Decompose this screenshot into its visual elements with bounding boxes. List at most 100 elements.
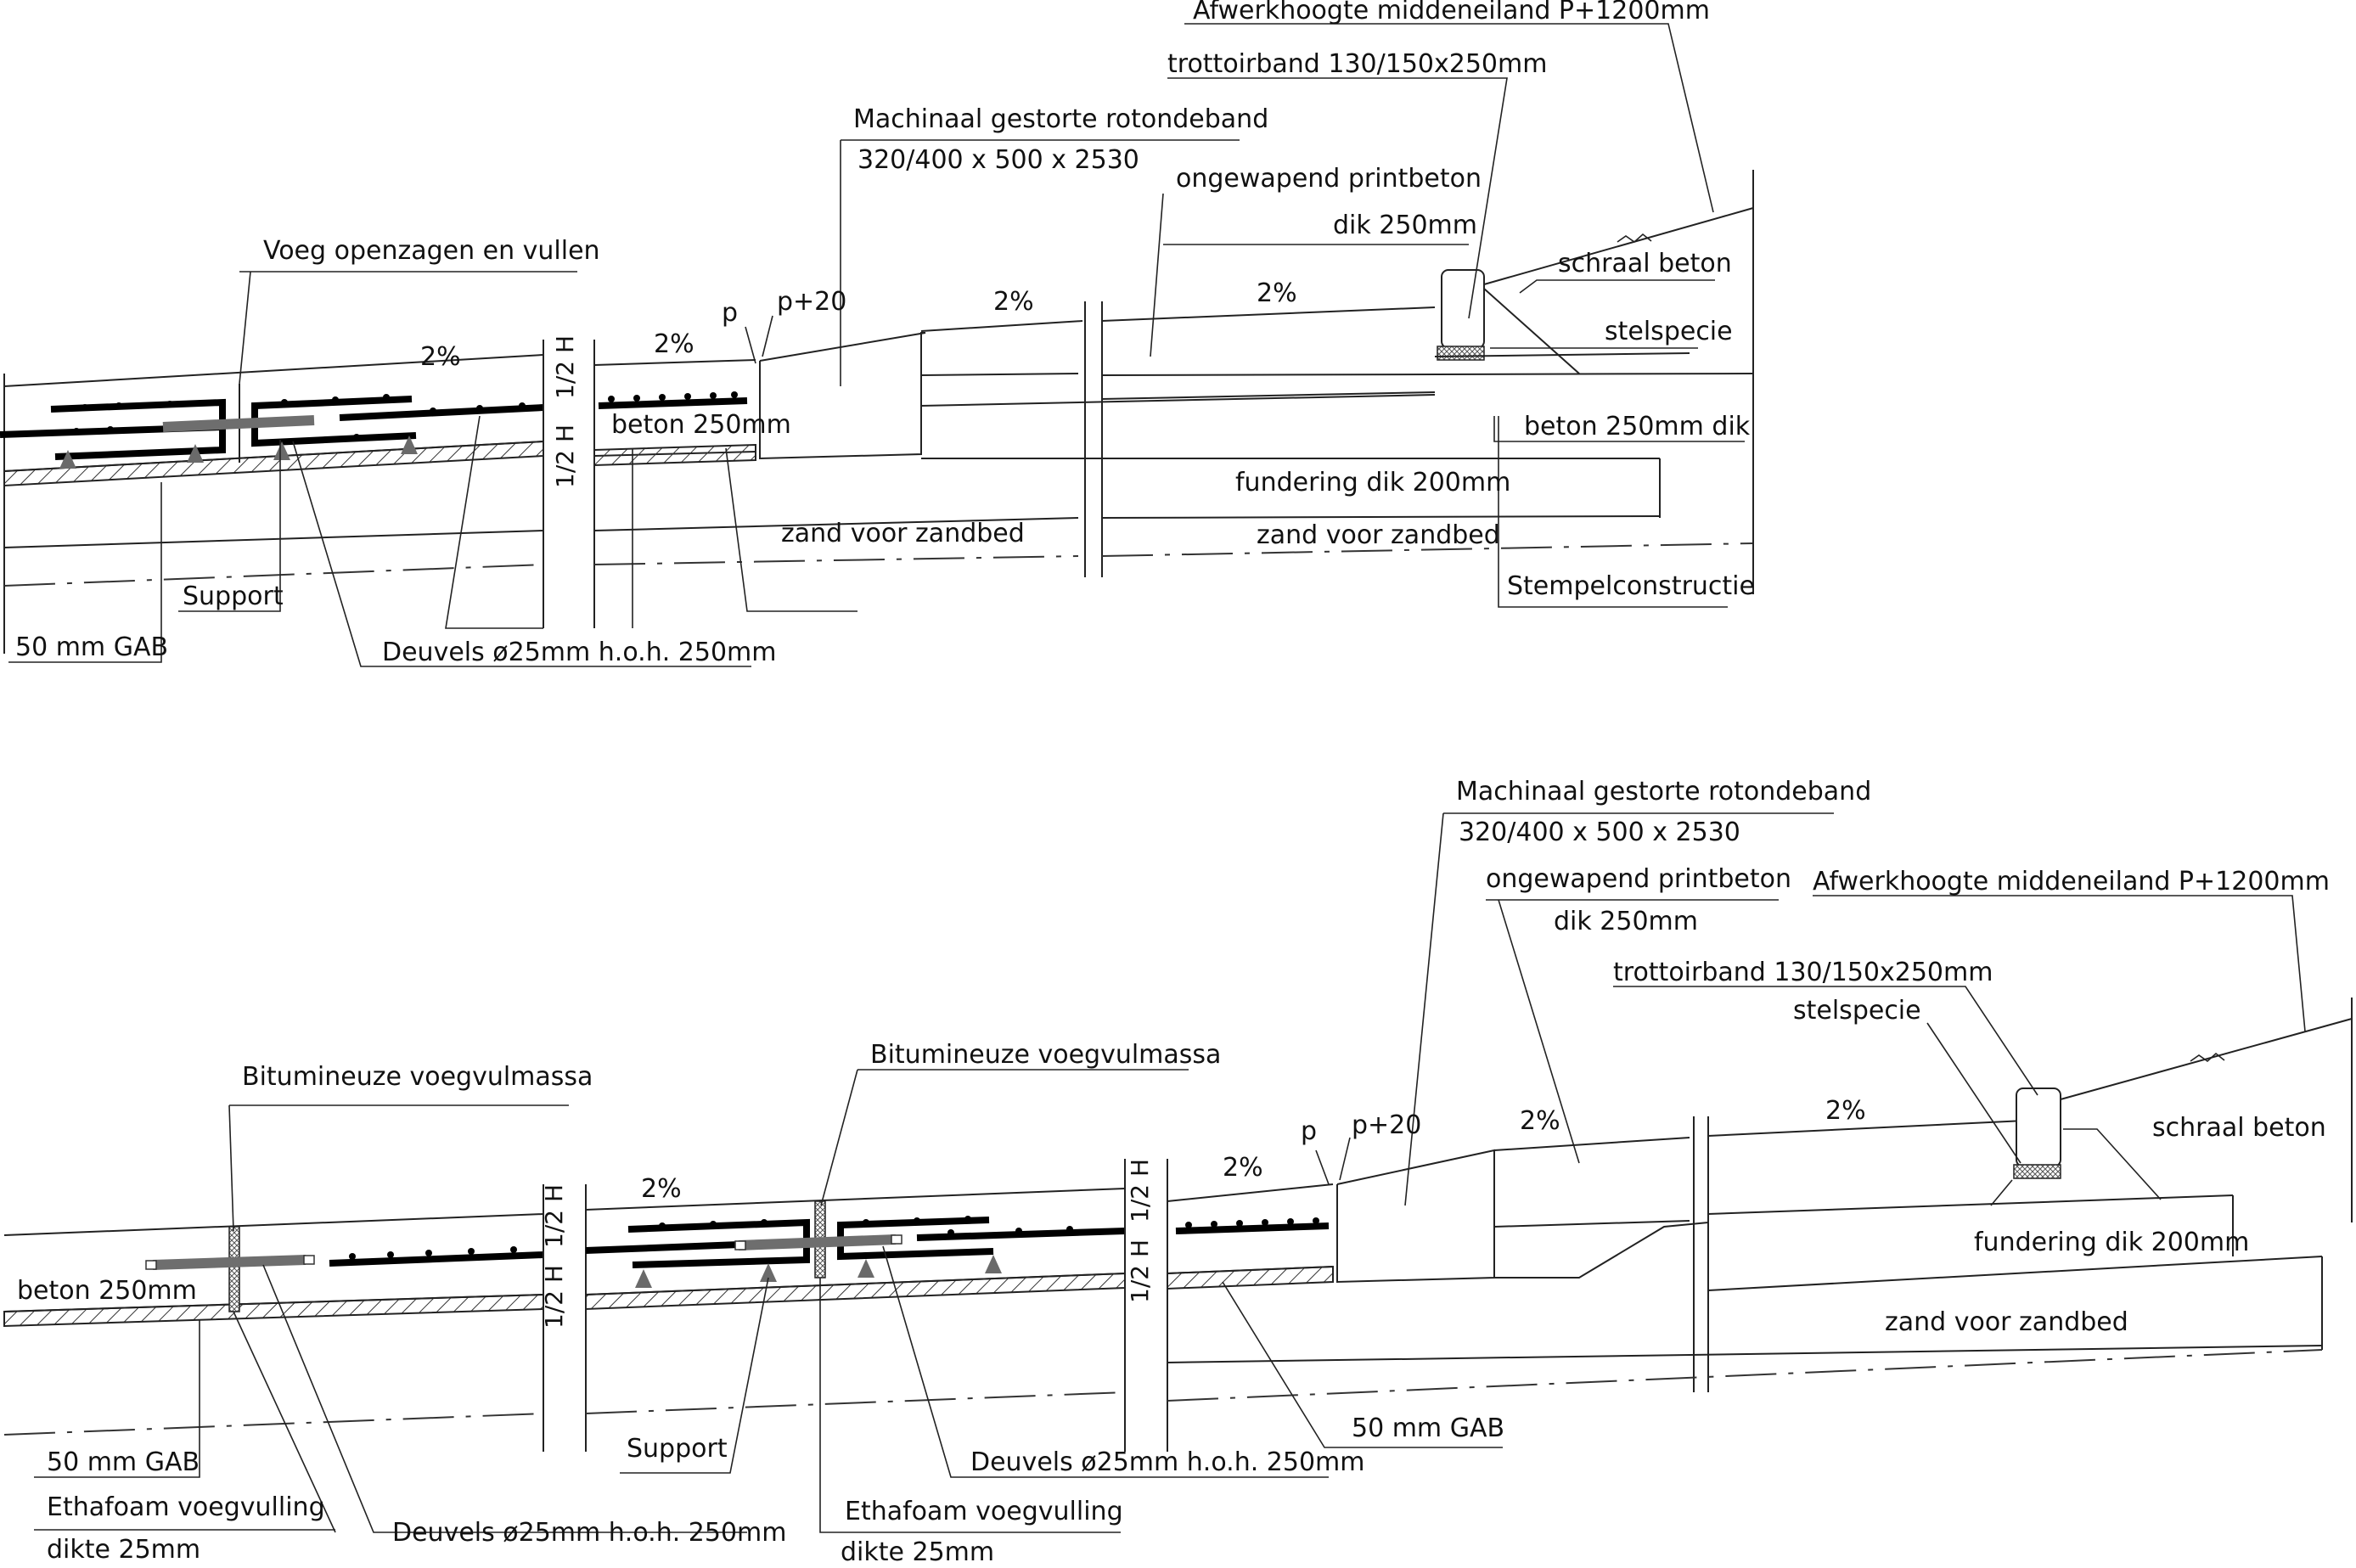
bot-support-2 — [760, 1263, 777, 1282]
top-label-half-h-1: 1/2 H — [551, 335, 579, 399]
top-label-half-h-2: 1/2 H — [551, 424, 579, 488]
top-base-right — [1101, 391, 1436, 400]
top-label-slope-2: 2% — [654, 329, 694, 359]
top-section: Afwerkhoogte middeneiland P+1200mm trott… — [0, 0, 1755, 667]
top-printbeton-base2 — [920, 373, 1079, 376]
top-leader-deuvels2 — [445, 415, 543, 629]
bot-leader-gab-2 — [1222, 1281, 1503, 1448]
top-surface-right — [1101, 306, 1436, 322]
top-support-2 — [187, 444, 204, 463]
bot-leader-schraal2 — [1990, 1179, 2013, 1206]
bot-dowel-2-sleeve-b — [891, 1234, 902, 1245]
bot-label-support: Support — [627, 1434, 728, 1464]
top-trottoirband — [1441, 269, 1485, 349]
top-leader-support — [178, 440, 281, 612]
bot-label-bitum-1: Bitumineuze voegvulmassa — [242, 1062, 593, 1092]
bot-support-4 — [985, 1255, 1002, 1273]
bot-leader-afwerk — [1813, 895, 2306, 1032]
bot-leader-deuvels-2 — [882, 1245, 1329, 1478]
bot-label-stelspecie: stelspecie — [1793, 996, 1921, 1026]
top-support-4 — [401, 436, 418, 454]
top-printbeton-surface — [920, 320, 1083, 332]
bot-label-bitum-2: Bitumineuze voegvulmassa — [870, 1040, 1221, 1070]
bot-label-slope-2: 2% — [1223, 1153, 1263, 1183]
bot-label-p20: p+20 — [1352, 1110, 1421, 1140]
bot-rotondeband — [1336, 1149, 1495, 1284]
bot-leader-bitum-2-down — [820, 1069, 858, 1206]
top-rebar-dots-mid — [608, 391, 738, 402]
top-stelspecie-block — [1437, 346, 1485, 361]
top-leader-beton-dik — [1493, 416, 1745, 442]
bot-support-1 — [635, 1269, 652, 1288]
bot-gab-mid — [585, 1272, 1126, 1311]
top-support-3 — [273, 441, 290, 460]
bot-leader-support — [620, 1277, 769, 1474]
bot-label-trottoir: trottoirband 130/150x250mm — [1613, 958, 1993, 987]
bot-dowel-1-sleeve — [145, 1260, 157, 1270]
top-rebar-top-mid — [339, 404, 544, 421]
top-p20-tick — [762, 315, 773, 357]
top-schraal-edge — [1483, 288, 1580, 374]
bot-label-printbeton: ongewapend printbeton — [1486, 864, 1791, 894]
bot-label-deuvels-1: Deuvels ø25mm h.o.h. 250mm — [392, 1518, 787, 1548]
bot-label-slope-3: 2% — [1520, 1106, 1560, 1136]
bot-fundering-line — [1494, 1222, 1709, 1279]
top-label-deuvels: Deuvels ø25mm h.o.h. 250mm — [382, 638, 777, 667]
bot-rebar-dots-mid — [659, 1216, 1073, 1236]
top-label-gab: 50 mm GAB — [15, 632, 168, 662]
top-dowel-bar — [162, 415, 315, 432]
top-sand-line-mid — [593, 517, 1079, 531]
top-leader-stempel — [1498, 416, 1728, 608]
bot-label-gab-2: 50 mm GAB — [1352, 1413, 1504, 1443]
top-embankment — [1483, 207, 1754, 285]
bot-label-beton250: beton 250mm — [17, 1276, 197, 1306]
top-leader-gab — [8, 482, 162, 663]
top-label-p: p — [722, 298, 738, 328]
bot-embankment — [2060, 1018, 2353, 1100]
top-leader-trottoir — [1167, 77, 1508, 319]
bot-label-zand: zand voor zandbed — [1885, 1307, 2128, 1337]
bot-printbeton-surface — [1493, 1137, 1690, 1151]
bot-leader-ethafoam-1 — [233, 1311, 336, 1533]
top-label-machinaal: Machinaal gestorte rotondeband — [853, 104, 1268, 134]
bot-label-slope-4: 2% — [1825, 1096, 1866, 1126]
top-label-zand-1: zand voor zandbed — [781, 519, 1025, 548]
top-label-printbeton-dik: dik 250mm — [1333, 211, 1477, 240]
bot-rebar-mid-top2 — [916, 1228, 1126, 1241]
bot-leader-machinaal-down — [1404, 812, 1444, 1206]
top-sand-line-left — [3, 530, 544, 548]
top-label-p20: p+20 — [777, 287, 846, 317]
bot-label-ethafoam-1-dikte: dikte 25mm — [47, 1535, 200, 1565]
top-leader-schraal — [1519, 279, 1715, 294]
bot-printbeton-base — [1493, 1220, 1690, 1228]
top-rotondeband — [759, 332, 926, 460]
bot-leader-stelspecie — [1926, 1022, 2021, 1164]
top-fundering-bottom — [1101, 515, 1661, 519]
bot-leader-printbeton-down — [1498, 899, 1580, 1164]
top-beton-base-right — [1101, 373, 1754, 376]
top-rebar-dots-left — [73, 394, 526, 441]
top-centerline-right — [1101, 542, 1754, 557]
bot-label-half-h-3: 1/2 H — [1126, 1159, 1154, 1222]
bot-label-p: p — [1301, 1116, 1317, 1146]
top-gab-layer-mid — [593, 443, 756, 467]
bot-rebar-dots-right — [1185, 1217, 1319, 1228]
bot-label-machinaal: Machinaal gestorte rotondeband — [1456, 777, 1871, 806]
top-leader-afwerk — [1184, 23, 1714, 213]
bot-label-fundering: fundering dik 200mm — [1974, 1228, 2249, 1257]
top-label-machinaal-dims: 320/400 x 500 x 2530 — [857, 145, 1139, 175]
bot-centerline-mid — [585, 1391, 1126, 1414]
bot-slab-surface-mid — [585, 1188, 1126, 1211]
bot-rebar-left — [329, 1251, 544, 1267]
bot-label-ethafoam-2-dikte: dikte 25mm — [841, 1537, 994, 1567]
bot-dowel-2-sleeve — [734, 1240, 746, 1250]
top-label-trottoir: trottoirband 130/150x250mm — [1167, 49, 1547, 79]
bot-base-right — [1707, 1194, 2234, 1215]
top-label-beton250: beton 250mm — [611, 410, 791, 440]
top-leader-voeg-down — [239, 271, 251, 385]
top-label-afwerk: Afwerkhoogte middeneiland P+1200mm — [1193, 0, 1710, 25]
bot-rebar-right — [1175, 1222, 1330, 1234]
bot-joint-1 — [228, 1226, 240, 1312]
top-slab-surface-left — [3, 354, 544, 387]
